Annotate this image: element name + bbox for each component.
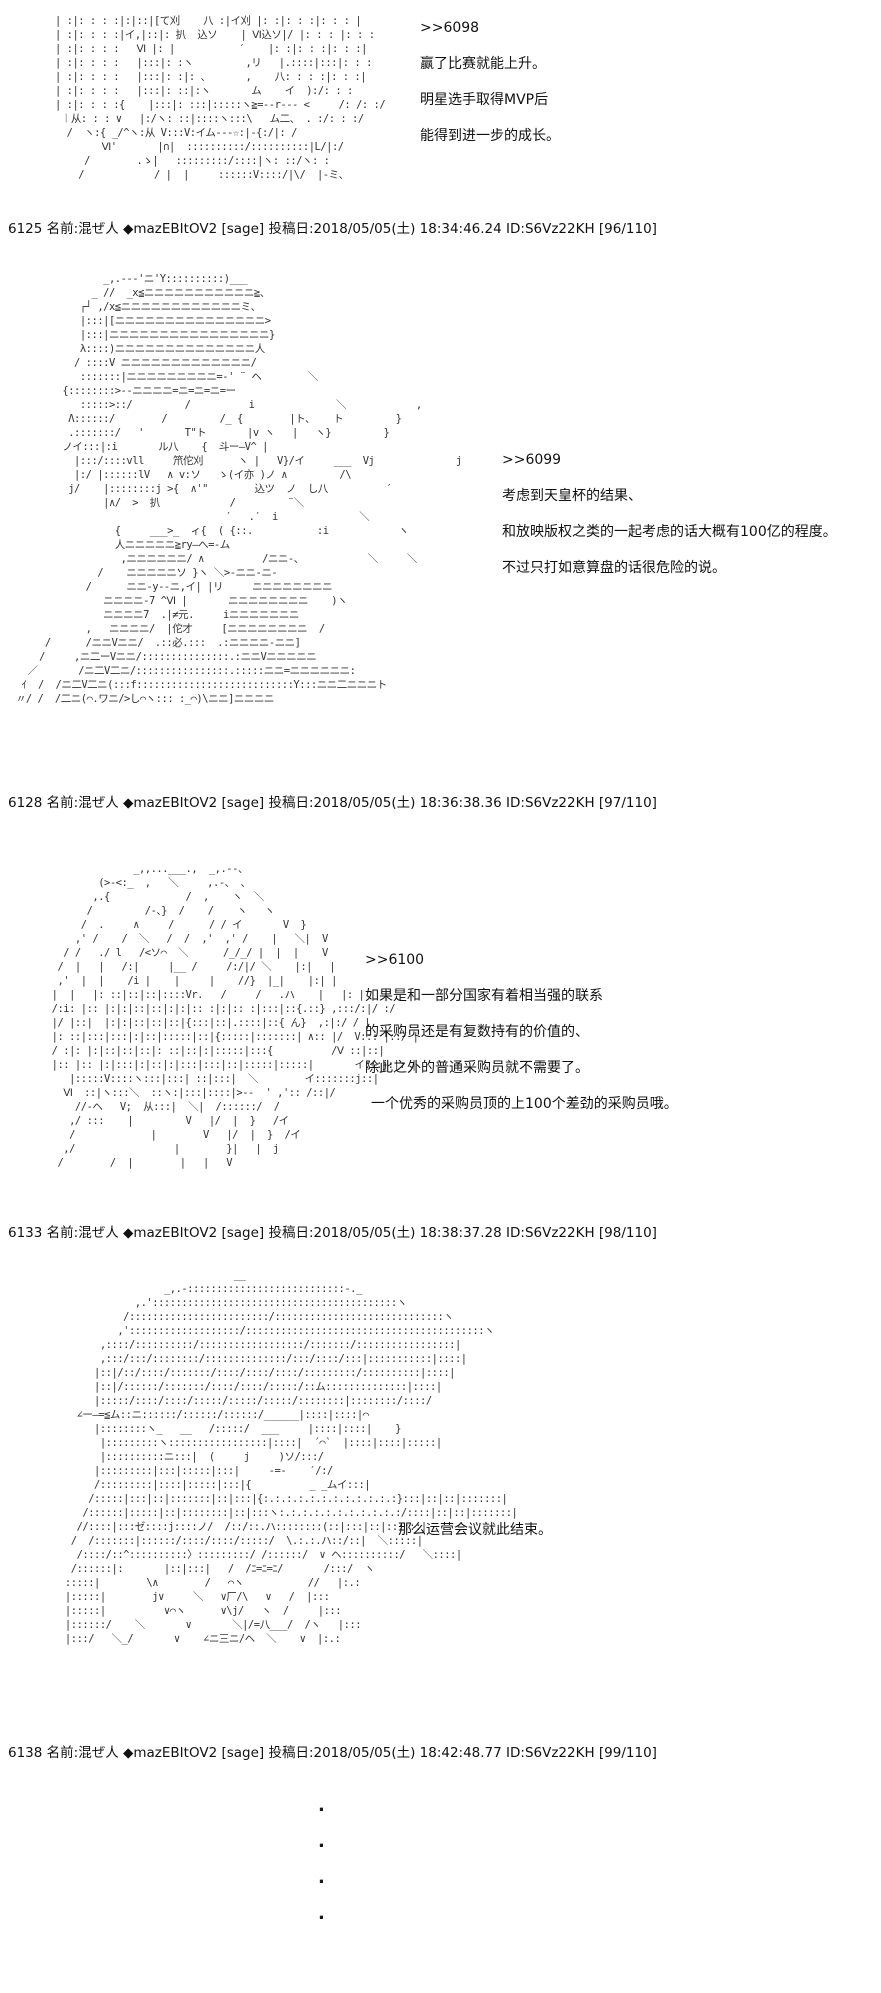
dialog-line: 的采购员还是有复数持有的价值的、 bbox=[365, 1024, 589, 1040]
ascii-art-figure: _,.-‐‐'ニ'Y::::::::::)___ _ // _x≦ニニニニニニニ… bbox=[15, 273, 462, 705]
post-6133: _,,...___., _,.--、 (>-<:_ , ＼ ,.-、 、 ,.{… bbox=[0, 840, 881, 1250]
dialog-box: >>6098 赢了比赛就能上升。 明星选手取得MVP后 能得到进一步的成长。 bbox=[420, 10, 560, 154]
dialog-line: >>6098 bbox=[420, 20, 480, 36]
post-6128: _,.-‐‐'ニ'Y::::::::::)___ _ // _x≦ニニニニニニニ… bbox=[0, 250, 881, 820]
dialog-line: 明星选手取得MVP后 bbox=[420, 92, 549, 108]
ellipsis-column: . . . . bbox=[318, 1788, 325, 1932]
dialog-line: 赢了比赛就能上升。 bbox=[420, 56, 546, 72]
ellipsis-dot: . bbox=[318, 1903, 325, 1924]
ellipsis-dot: . bbox=[318, 1795, 325, 1816]
dialog-line: 和放映版权之类的一起考虑的话大概有100亿的程度。 bbox=[502, 524, 837, 540]
dialog-line: >>6100 bbox=[365, 952, 425, 968]
dialog-line: >>6099 bbox=[502, 452, 562, 468]
ascii-art-figure: | :|: : : :|:|::|[て刈 八 :|イ刈 |: :|: : :|:… bbox=[55, 15, 386, 181]
post-meta: 6138 名前:混ぜ人 ◆mazEBItOV2 [sage] 投稿日:2018/… bbox=[8, 1745, 657, 1761]
ascii-art-figure: _,,...___., _,.--、 (>-<:_ , ＼ ,.-、 、 ,.{… bbox=[51, 863, 419, 1169]
dialog-box: >>6100 如果是和一部分国家有着相当强的联系 的采购员还是有复数持有的价值的… bbox=[365, 942, 678, 1122]
ellipsis-dot: . bbox=[318, 1867, 325, 1888]
dialog-box: 那么运营会议就此结束。 bbox=[398, 1512, 552, 1548]
dialog-line: 一个优秀的采购员顶的上100个差劲的采购员哦。 bbox=[371, 1096, 678, 1112]
dialog-line: 如果是和一部分国家有着相当强的联系 bbox=[365, 988, 603, 1004]
dialog-box: >>6099 考虑到天皇杯的结果、 和放映版权之类的一起考虑的话大概有100亿的… bbox=[502, 442, 837, 586]
post-meta: 6128 名前:混ぜ人 ◆mazEBItOV2 [sage] 投稿日:2018/… bbox=[8, 795, 657, 811]
ellipsis-dot: . bbox=[318, 1831, 325, 1852]
post-6138: __ _,.-:::::::::::::::::::::::::::-._ ,.… bbox=[0, 1250, 881, 1761]
dialog-line: 能得到进一步的成长。 bbox=[420, 128, 560, 144]
dialog-line: 考虑到天皇杯的结果、 bbox=[502, 488, 642, 504]
post-6125: | :|: : : :|:|::|[て刈 八 :|イ刈 |: :|: : :|:… bbox=[0, 0, 881, 240]
dialog-line: 不过只打如意算盘的话很危险的说。 bbox=[502, 560, 726, 576]
post-meta: 6125 名前:混ぜ人 ◆mazEBItOV2 [sage] 投稿日:2018/… bbox=[8, 221, 657, 237]
dialog-line: 除此之外的普通采购员就不需要了。 bbox=[365, 1060, 589, 1076]
post-meta: 6133 名前:混ぜ人 ◆mazEBItOV2 [sage] 投稿日:2018/… bbox=[8, 1225, 657, 1241]
dialog-line: 那么运营会议就此结束。 bbox=[398, 1522, 552, 1538]
ascii-art-figure: __ _,.-:::::::::::::::::::::::::::-._ ,.… bbox=[64, 1269, 518, 1645]
